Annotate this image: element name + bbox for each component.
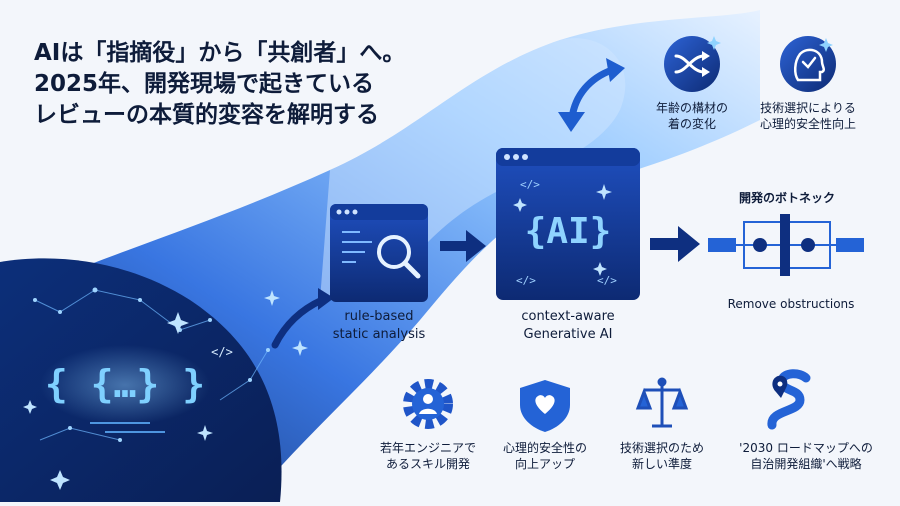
bottom-icon-heart-shield — [520, 380, 570, 432]
remove-obstructions-label: Remove obstructions — [727, 297, 855, 311]
bottom-icon-2-label: 心理的安全性の 向上アップ — [502, 441, 587, 471]
ai-panel: </> </> </> {AI} — [496, 148, 640, 300]
bottom-icon-gear-person — [403, 379, 453, 429]
arrow-right-1 — [440, 230, 486, 262]
bottleneck-diagram — [708, 214, 864, 276]
top-icon-head-check-label: 技術選択によりる 心理的安全性向上 — [759, 101, 856, 131]
top-icon-shuffle — [664, 36, 721, 92]
rule-based-panel — [330, 204, 428, 302]
arrow-right-2 — [650, 226, 700, 262]
svg-text:</>: </> — [520, 178, 540, 191]
bottom-icon-roadmap — [767, 369, 811, 430]
bottom-icon-4-label: '2030 ロードマップへの 自治開発組織'へ戦略 — [739, 441, 873, 471]
code-tag-icon: </> — [211, 345, 233, 359]
magnifier-icon — [377, 235, 421, 279]
page-title: AIは「指摘役」から「共創者」へ。 2025年、開発現場で起きている レビューの… — [34, 38, 405, 131]
context-aware-label: context-aware Generative AI — [521, 309, 615, 342]
ai-panel-text: {AI} — [525, 211, 612, 252]
code-lines — [90, 422, 165, 433]
curved-arrow-top — [558, 58, 625, 132]
bottom-icon-1-label: 若年エンジニアで あるスキル開発 — [379, 441, 476, 471]
curved-arrow-up — [271, 296, 326, 349]
svg-text:</>: </> — [516, 274, 536, 287]
bottleneck-title: 開発のボトネック — [738, 191, 835, 205]
title-line-1: AIは「指摘役」から「共創者」へ。 — [34, 40, 406, 66]
constellation-dots — [33, 287, 270, 442]
code-brackets-icon: { {…} } — [45, 362, 205, 406]
title-line-3: レビューの本質的変容を解明する — [34, 102, 379, 128]
title-line-2: 2025年、開発現場で起きている — [34, 71, 375, 97]
top-icon-shuffle-label: 年齢の構材の 着の変化 — [655, 101, 728, 131]
top-icon-head-check — [780, 36, 836, 92]
svg-text:</>: </> — [597, 274, 617, 287]
sparkles — [23, 290, 308, 490]
rule-based-label: rule-based static analysis — [332, 309, 426, 342]
bottom-icon-scales — [635, 377, 689, 428]
bottom-icon-3-label: 技術選択のため 新しい準度 — [619, 441, 704, 471]
